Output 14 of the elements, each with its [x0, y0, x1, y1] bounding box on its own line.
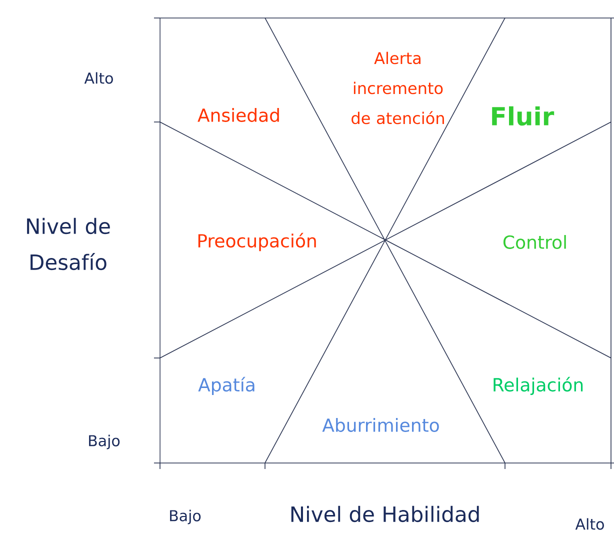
region-label: Control [503, 235, 566, 249]
region-label: Relajación [494, 376, 583, 396]
region-label: Preocupación [198, 232, 316, 252]
axis-label: Alto [575, 518, 604, 530]
axis-label: Bajo [89, 434, 120, 450]
region-label: Apatía [198, 376, 254, 396]
axis-title: Nivel de Habilidad [291, 506, 479, 522]
region-label: Alerta incremento de atención [352, 52, 444, 124]
region-label: Fluir [492, 106, 554, 126]
axis-title: Nivel de Desafío [27, 218, 110, 270]
axis-label: Bajo [170, 510, 201, 524]
region-label: Ansiedad [198, 108, 279, 122]
region-label: Aburrimiento [322, 418, 439, 432]
axis-label: Alto [84, 72, 113, 84]
